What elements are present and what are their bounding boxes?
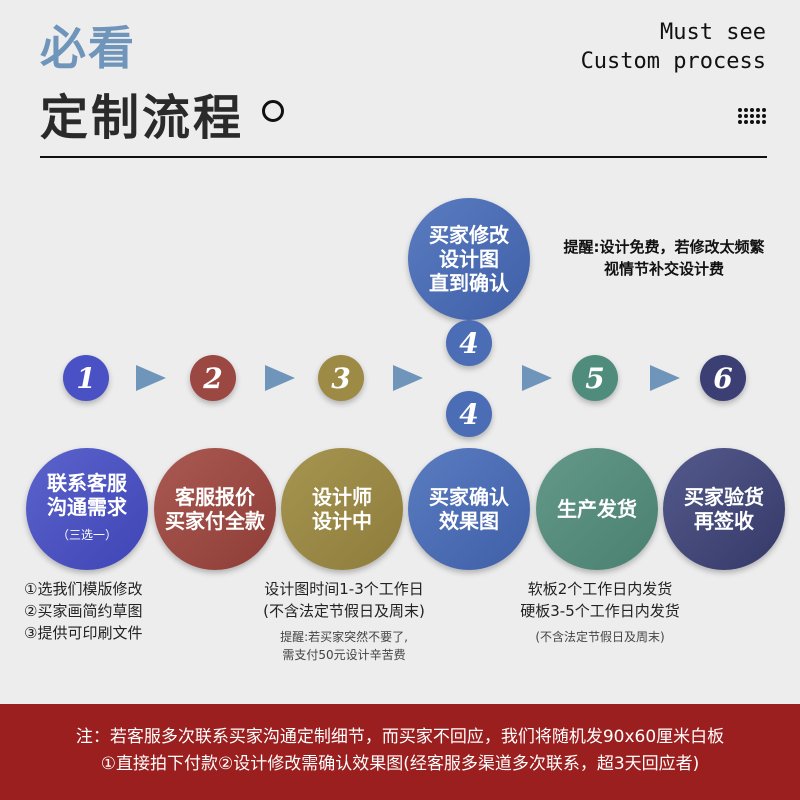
arrow-right-icon xyxy=(265,365,295,391)
step-3-line-2: 设计中 xyxy=(312,509,372,533)
step-5-line-1: 生产发货 xyxy=(557,497,637,521)
step-5-number: 5 xyxy=(572,355,618,401)
arrow-right-icon xyxy=(393,365,423,391)
english-line-1: Must see xyxy=(660,20,766,45)
step-6-line-1: 买家验货 xyxy=(684,485,764,509)
step-3-note: 设计图时间1-3个工作日 xyxy=(264,580,424,598)
dot-grid-icon xyxy=(738,108,768,124)
step-2-number: 2 xyxy=(190,355,236,401)
step-5-note: 软板2个工作日内发货 xyxy=(527,580,673,598)
step-5-note: 硬板3-5个工作日内发货 xyxy=(520,602,680,620)
step-3-reminder: 需支付50元设计辛苦费 xyxy=(282,648,406,662)
step-1-note: ②买家画简约草图 xyxy=(24,602,143,620)
title-accent: 必看 xyxy=(40,21,136,75)
step-1-note: ①选我们模版修改 xyxy=(24,580,143,598)
step-5-notes: 软板2个工作日内发货 硬板3-5个工作日内发货 (不含法定节假日及周末) xyxy=(500,578,700,646)
step-2-line-1: 客服报价 xyxy=(175,485,255,509)
step-1-line-2: 沟通需求 xyxy=(47,495,127,519)
step-3-line-1: 设计师 xyxy=(312,485,372,509)
circle-dot-icon xyxy=(262,100,284,122)
step-4-alt-circle: 买家修改 设计图 直到确认 xyxy=(408,198,530,320)
step-4-line-2: 效果图 xyxy=(439,509,499,533)
step-4-alt-number: 4 xyxy=(446,320,492,366)
step-3-note: (不含法定节假日及周末) xyxy=(263,602,425,620)
step-3-circle: 设计师 设计中 xyxy=(281,448,403,570)
design-reminder: 提醒:设计免费，若修改太频繁 视情节补交设计费 xyxy=(548,236,780,280)
arrow-right-icon xyxy=(522,365,552,391)
step-4-number: 4 xyxy=(446,391,492,437)
english-subtitle: Must see Custom process xyxy=(581,18,766,76)
step-4-alt-line-3: 直到确认 xyxy=(429,271,509,295)
reminder-line-2: 视情节补交设计费 xyxy=(603,260,724,278)
step-2-circle: 客服报价 买家付全款 xyxy=(154,448,276,570)
step-4-circle: 买家确认 效果图 xyxy=(408,448,530,570)
english-line-2: Custom process xyxy=(580,49,766,74)
step-1-note: ③提供可印刷文件 xyxy=(24,624,143,642)
step-1-notes: ①选我们模版修改 ②买家画简约草图 ③提供可印刷文件 xyxy=(24,578,142,644)
step-6-circle: 买家验货 再签收 xyxy=(663,448,785,570)
step-6-line-2: 再签收 xyxy=(694,509,754,533)
step-6-number: 6 xyxy=(700,355,746,401)
header-divider xyxy=(40,156,767,158)
step-4-line-1: 买家确认 xyxy=(429,485,509,509)
step-1-sub: （三选一） xyxy=(56,528,117,542)
step-3-notes: 设计图时间1-3个工作日 (不含法定节假日及周末) 提醒:若买家突然不要了, 需… xyxy=(244,578,444,664)
step-5-circle: 生产发货 xyxy=(536,448,658,570)
step-5-note-small: (不含法定节假日及周末) xyxy=(535,630,665,644)
step-4-alt-line-1: 买家修改 xyxy=(429,223,509,247)
step-3-number: 3 xyxy=(318,355,364,401)
notice-banner: 注：若客服多次联系买家沟通定制细节，而买家不回应，我们将随机发90x60厘米白板… xyxy=(0,704,800,800)
banner-line-1: 注：若客服多次联系买家沟通定制细节，而买家不回应，我们将随机发90x60厘米白板 xyxy=(75,727,725,747)
step-4-alt-line-2: 设计图 xyxy=(439,247,499,271)
step-3-reminder: 提醒:若买家突然不要了, xyxy=(280,630,408,644)
step-1-circle: 联系客服 沟通需求 （三选一） xyxy=(26,448,148,570)
banner-line-2: ①直接拍下付款②设计修改需确认效果图(经客服多渠道多次联系，超3天回应者) xyxy=(100,754,700,774)
step-1-number: 1 xyxy=(63,355,109,401)
arrow-right-icon xyxy=(136,365,166,391)
arrow-right-icon xyxy=(650,365,680,391)
page-title: 定制流程 xyxy=(40,90,245,146)
reminder-line-1: 提醒:设计免费，若修改太频繁 xyxy=(563,238,765,256)
step-1-line-1: 联系客服 xyxy=(47,471,127,495)
step-2-line-2: 买家付全款 xyxy=(165,509,265,533)
